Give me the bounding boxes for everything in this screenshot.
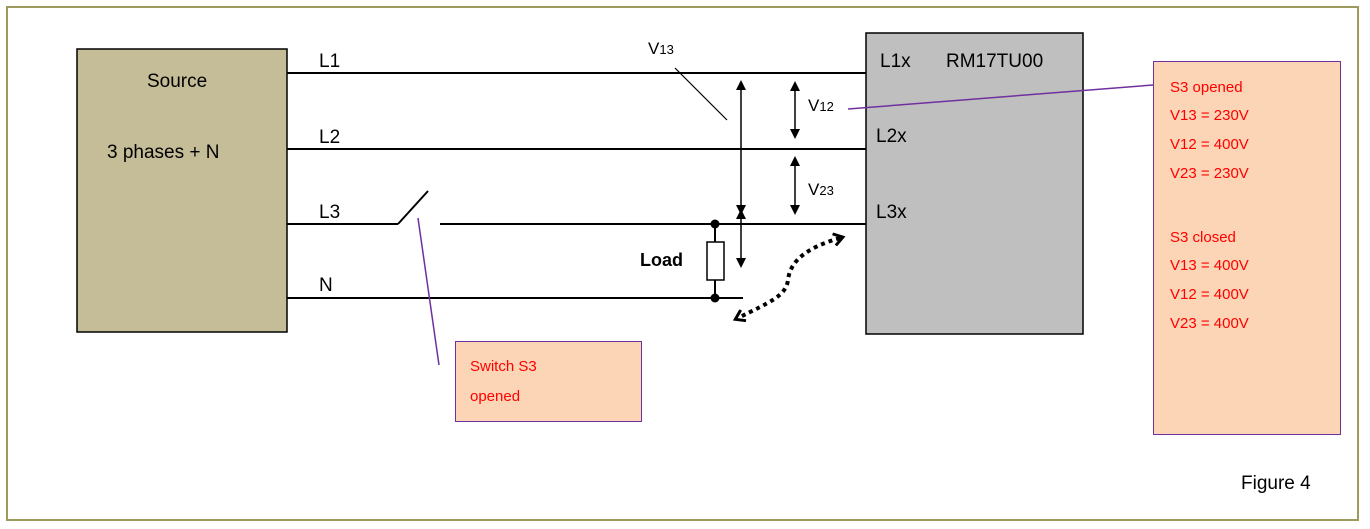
relay-box xyxy=(865,32,1084,335)
closed-v13: V13 = 400V xyxy=(1170,257,1249,274)
load-node-bottom xyxy=(710,293,720,303)
source-box xyxy=(76,48,288,333)
figure-caption: Figure 4 xyxy=(1241,473,1311,494)
v13-label: V13 xyxy=(648,39,674,58)
switch-note-line2: opened xyxy=(470,388,521,405)
label-n: N xyxy=(319,275,333,296)
opened-v12: V12 = 400V xyxy=(1170,136,1249,153)
switch-note-line1: Switch S3 xyxy=(470,358,537,375)
status-note: S3 opened V13 = 230V V12 = 400V V23 = 23… xyxy=(1153,61,1341,435)
switch-s3 xyxy=(397,190,429,225)
v12-callout-line xyxy=(847,84,1154,110)
v23-label: V23 xyxy=(808,180,834,199)
switch-note: Switch S3 opened xyxy=(455,341,642,422)
label-l3: L3 xyxy=(319,202,341,223)
opened-v23: V23 = 230V xyxy=(1170,165,1249,182)
closed-v23: V23 = 400V xyxy=(1170,315,1249,332)
terminal-l2x: L2x xyxy=(876,126,907,147)
load-resistor xyxy=(706,241,725,281)
source-subtitle: 3 phases + N xyxy=(107,142,220,163)
terminal-l1x: L1x xyxy=(880,51,911,72)
relay-name: RM17TU00 xyxy=(946,51,1044,72)
terminal-l3x: L3x xyxy=(876,202,907,223)
label-l1: L1 xyxy=(319,51,341,72)
v12-label: V12 xyxy=(808,96,834,115)
opened-title: S3 opened xyxy=(1170,79,1243,96)
label-l2: L2 xyxy=(319,127,341,148)
load-label: Load xyxy=(640,250,683,270)
load-node-top xyxy=(710,219,720,229)
closed-v12: V12 = 400V xyxy=(1170,286,1249,303)
source-title: Source xyxy=(147,71,208,92)
v13-pointer xyxy=(674,67,728,121)
current-path xyxy=(738,238,840,318)
closed-title: S3 closed xyxy=(1170,229,1236,246)
opened-v13: V13 = 230V xyxy=(1170,107,1249,124)
switch-callout-line xyxy=(417,217,440,366)
